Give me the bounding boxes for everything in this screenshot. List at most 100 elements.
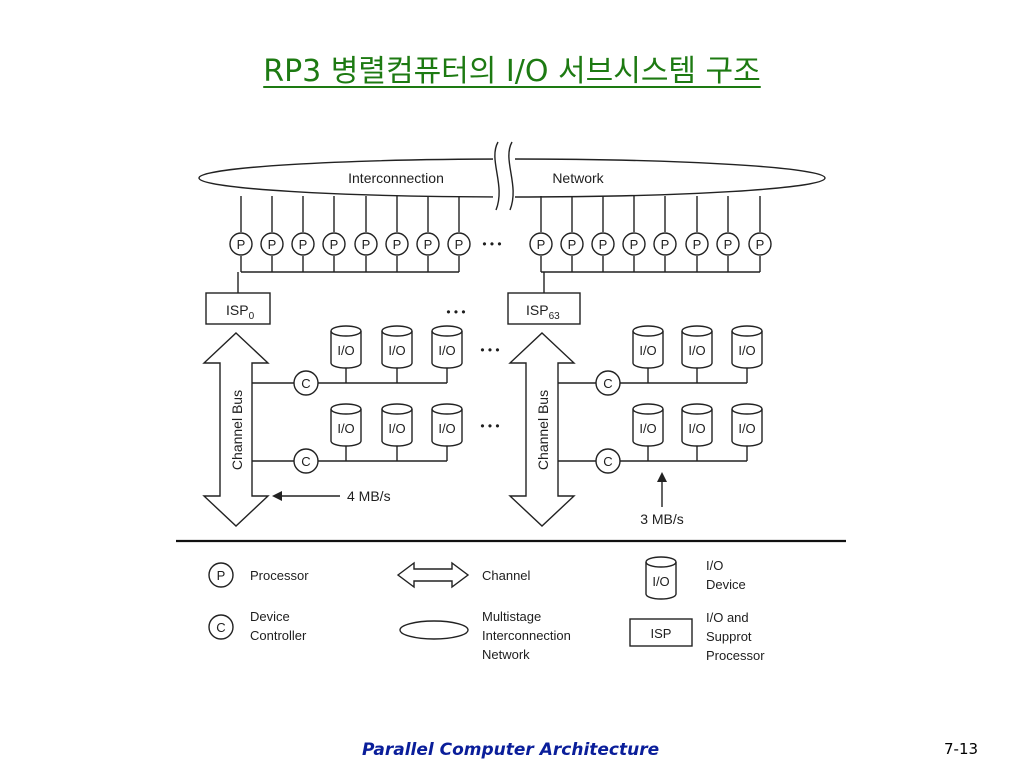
io-label: I/O <box>688 421 705 436</box>
io-cylinder-body <box>681 409 713 447</box>
io-cylinder-top <box>381 403 413 415</box>
channel-bus-left-label: Channel Bus <box>229 390 245 470</box>
io-device: I/O <box>330 325 362 369</box>
processor-letter: P <box>630 237 639 252</box>
processor-letter: P <box>455 237 464 252</box>
channel-bus-right <box>508 332 576 527</box>
legend-isp-icon <box>629 618 693 647</box>
io-cylinder-top <box>431 325 463 337</box>
controller-letter: C <box>603 376 612 391</box>
io-cylinder-body <box>330 409 362 447</box>
legend-controller-letter: C <box>216 620 225 635</box>
footer-title: Parallel Computer Architecture <box>362 740 660 760</box>
io-device: I/O <box>431 325 463 369</box>
io-cylinder-body <box>681 331 713 369</box>
io-label: I/O <box>688 343 705 358</box>
processor-letter: P <box>299 237 308 252</box>
controller-letter: C <box>301 376 310 391</box>
channel-bus-left <box>202 332 270 527</box>
isp-0-label: ISP0 <box>226 302 255 322</box>
legend-channel-label: Channel <box>482 568 531 583</box>
processor-letter: P <box>424 237 433 252</box>
io-cylinder-top <box>330 325 362 337</box>
processor-node <box>685 232 709 256</box>
io-device: I/O <box>381 403 413 447</box>
processor-letter: P <box>362 237 371 252</box>
legend-network-icon <box>399 620 469 640</box>
io-cylinder-body <box>632 409 664 447</box>
io-cylinder-top <box>330 403 362 415</box>
io-cylinder-top <box>632 325 664 337</box>
processor-letter: P <box>661 237 670 252</box>
legend-processor-label: Processor <box>250 568 309 583</box>
processor-letter: P <box>724 237 733 252</box>
processor-letter: P <box>537 237 546 252</box>
io-device: I/O <box>731 325 763 369</box>
io-label: I/O <box>438 343 455 358</box>
page-number: 7-13 <box>944 740 979 758</box>
processor-node <box>560 232 584 256</box>
controller-letter: C <box>603 454 612 469</box>
rate-left-arrowhead <box>272 491 282 501</box>
io-label: I/O <box>438 421 455 436</box>
io-cylinder-top <box>681 403 713 415</box>
legend-controller-icon <box>208 614 234 640</box>
processor-letter: P <box>568 237 577 252</box>
io-label: I/O <box>337 421 354 436</box>
legend-channel-icon <box>396 561 470 589</box>
processor-letter: P <box>330 237 339 252</box>
io-device: I/O <box>681 403 713 447</box>
io-cylinder-top <box>431 403 463 415</box>
io-cylinder-top <box>731 325 763 337</box>
legend-controller-line1: Device <box>250 609 290 624</box>
io-cylinder-body <box>431 409 463 447</box>
legend-multistage-line2: Interconnection <box>482 628 571 643</box>
legend-io-line1: I/O <box>706 558 723 573</box>
network-label-right: Network <box>552 170 604 186</box>
processor-node <box>260 232 284 256</box>
network-label-left: Interconnection <box>348 170 444 186</box>
processor-letter: P <box>599 237 608 252</box>
legend-io-line2: Device <box>706 577 746 592</box>
io-device: I/O <box>632 403 664 447</box>
processor-node <box>529 232 553 256</box>
legend-processor-letter: P <box>217 568 226 583</box>
io-cylinder-top <box>731 403 763 415</box>
legend-isp-line2: Supprot <box>706 629 752 644</box>
io-label: I/O <box>639 421 656 436</box>
legend-isp-box-label: ISP <box>651 626 672 641</box>
legend-isp-line3: Processor <box>706 648 765 663</box>
io-cylinder-body <box>381 331 413 369</box>
rate-right-label: 3 MB/s <box>640 511 684 527</box>
rate-right-arrowhead <box>657 472 667 482</box>
processor-node <box>416 232 440 256</box>
io-device: I/O <box>731 403 763 447</box>
processor-letter: P <box>693 237 702 252</box>
legend-multistage-line3: Network <box>482 647 530 662</box>
processor-letter: P <box>237 237 246 252</box>
io-label: I/O <box>337 343 354 358</box>
io-cylinder-top <box>681 325 713 337</box>
processor-ellipsis: • • • <box>482 237 501 251</box>
io-device: I/O <box>431 403 463 447</box>
io-label: I/O <box>738 343 755 358</box>
page-title: RP3 병렬컴퓨터의 I/O 서브시스템 구조 <box>263 54 761 89</box>
break-line-right <box>508 141 514 211</box>
processor-node <box>322 232 346 256</box>
processor-node <box>229 232 253 256</box>
io-device: I/O <box>645 556 677 600</box>
io-cylinder-top <box>632 403 664 415</box>
io-cylinder-body <box>731 409 763 447</box>
legend-multistage-line1: Multistage <box>482 609 541 624</box>
legend-isp-line1: I/O and <box>706 610 749 625</box>
processor-node <box>716 232 740 256</box>
io-cylinder-body <box>381 409 413 447</box>
io-cylinder-body <box>431 331 463 369</box>
isp-box-63 <box>507 292 581 325</box>
channel-bus-right-label: Channel Bus <box>535 390 551 470</box>
io-device: I/O <box>330 403 362 447</box>
io-ellipsis-upper: • • • <box>480 343 499 357</box>
io-label: I/O <box>738 421 755 436</box>
processor-node <box>591 232 615 256</box>
